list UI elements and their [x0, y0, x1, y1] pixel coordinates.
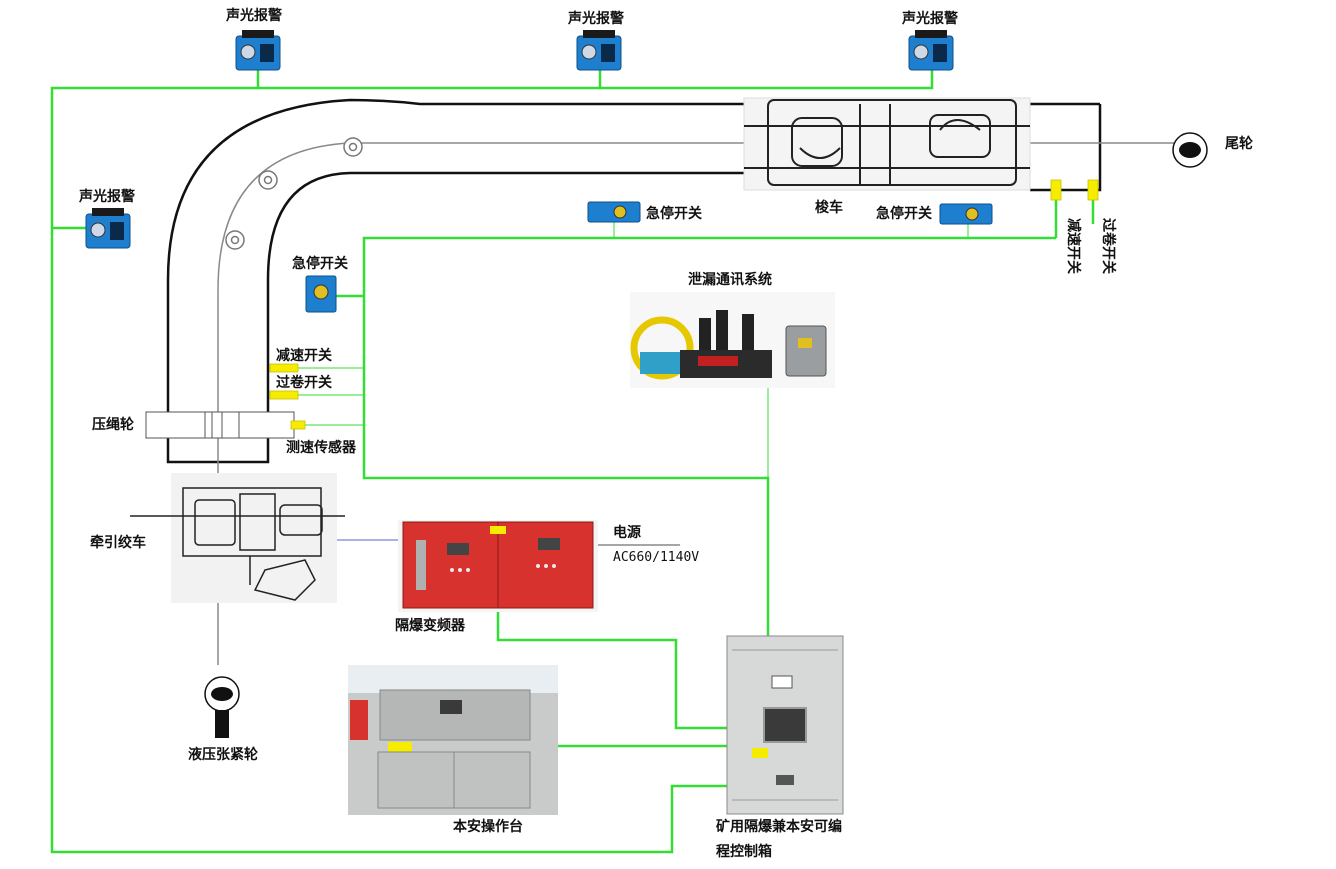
converter-cabinet	[398, 520, 598, 612]
radio-3	[742, 314, 754, 350]
sound-light-alarm-icon	[235, 30, 281, 71]
alarm-label-3: 声光报警	[901, 10, 958, 27]
emergency-stop-icon	[587, 201, 641, 223]
shuttle-car-label: 梭车	[815, 199, 843, 216]
overwind-switch-label-left: 过卷开关	[276, 374, 332, 391]
decel-switch-label-left: 减速开关	[276, 347, 332, 364]
radio-1	[699, 318, 711, 350]
winch-label: 牵引绞车	[90, 534, 146, 551]
tension-wheel-label: 液压张紧轮	[188, 746, 258, 763]
radio-2	[716, 310, 728, 350]
signal-network	[50, 70, 1095, 854]
converter-to-plc	[496, 612, 727, 730]
outer-signal-loop	[50, 70, 934, 854]
comm-box	[785, 325, 827, 377]
winch-drawing	[130, 473, 345, 603]
overwind-sensor-left	[269, 390, 299, 400]
decel-switch-label-right: 减速开关	[1065, 218, 1082, 274]
tail-wheel-icon	[1172, 132, 1208, 168]
rope-press-wheel	[145, 411, 295, 439]
plc-box-label-line1: 矿用隔爆兼本安可编	[716, 818, 842, 835]
cable-coil	[630, 316, 694, 380]
alarm-label-left: 声光报警	[78, 188, 135, 205]
sensors	[269, 179, 1099, 430]
estop-label-left: 急停开关	[292, 255, 348, 272]
speed-sensor	[290, 420, 306, 430]
emergency-stop-icon	[939, 203, 993, 225]
plc-control-box	[726, 635, 844, 815]
tension-wheel-icon	[204, 676, 240, 738]
thin-signal-links	[270, 222, 969, 478]
overwind-switch-label-right: 过卷开关	[1100, 218, 1117, 274]
leaky-comm-label: 泄漏通讯系统	[688, 271, 772, 288]
rope-track	[166, 98, 1180, 665]
console-photo	[348, 665, 558, 815]
emergency-stop-icon	[305, 275, 337, 313]
decel-sensor-left	[269, 363, 299, 373]
tail-wheel-label: 尾轮	[1225, 135, 1253, 152]
power-spec-label: AC660/1140V	[613, 550, 699, 565]
track-pulleys	[225, 137, 363, 250]
sound-light-alarm-icon	[908, 30, 954, 71]
converter-label: 隔爆变频器	[395, 617, 466, 634]
inner-signal-loop	[362, 236, 1056, 636]
sound-light-alarm-icon	[576, 30, 622, 71]
console-label: 本安操作台	[453, 818, 523, 835]
estop-label-top-right: 急停开关	[876, 205, 932, 222]
leaky-comm-system	[630, 292, 835, 388]
overwind-sensor-right	[1087, 179, 1099, 201]
alarm-label-1: 声光报警	[225, 7, 282, 24]
alarm-label-2: 声光报警	[567, 10, 624, 27]
shuttle-car-drawing	[743, 97, 1031, 191]
speed-sensor-label: 测速传感器	[286, 439, 357, 456]
decel-sensor-right	[1050, 179, 1062, 201]
estop-label-top-left: 急停开关	[646, 205, 702, 222]
rope-press-wheel-label: 压绳轮	[92, 416, 134, 433]
plc-box-label-line2: 程控制箱	[716, 843, 772, 860]
power-title-label: 电源	[613, 524, 641, 541]
inner-rope	[217, 142, 1180, 665]
sound-light-alarm-icon	[85, 208, 131, 249]
